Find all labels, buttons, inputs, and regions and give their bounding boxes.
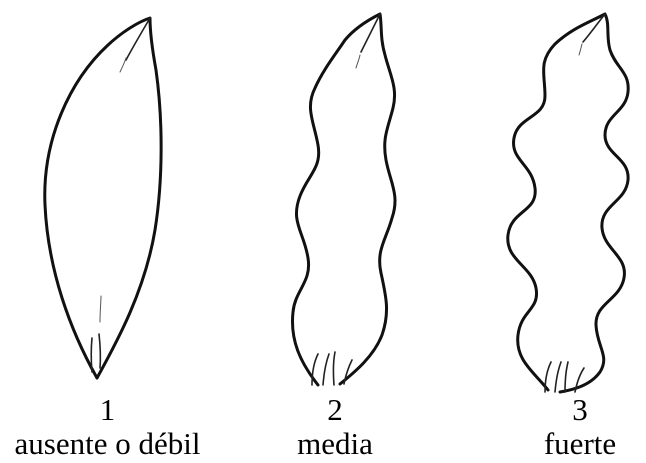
- medium-wavy-leaf-icon: [292, 14, 395, 385]
- caption-2: 2 media: [255, 393, 415, 461]
- caption-label-3: fuerte: [500, 427, 646, 461]
- caption-label-2: media: [255, 427, 415, 461]
- caption-1: 1 ausente o débil: [0, 393, 215, 461]
- caption-number-3: 3: [500, 393, 646, 427]
- caption-number-2: 2: [255, 393, 415, 427]
- caption-3: 3 fuerte: [500, 393, 646, 461]
- smooth-leaf-icon: [45, 18, 161, 378]
- caption-number-1: 1: [0, 393, 215, 427]
- strong-wavy-leaf-icon: [508, 14, 628, 392]
- caption-label-1: ausente o débil: [0, 427, 215, 461]
